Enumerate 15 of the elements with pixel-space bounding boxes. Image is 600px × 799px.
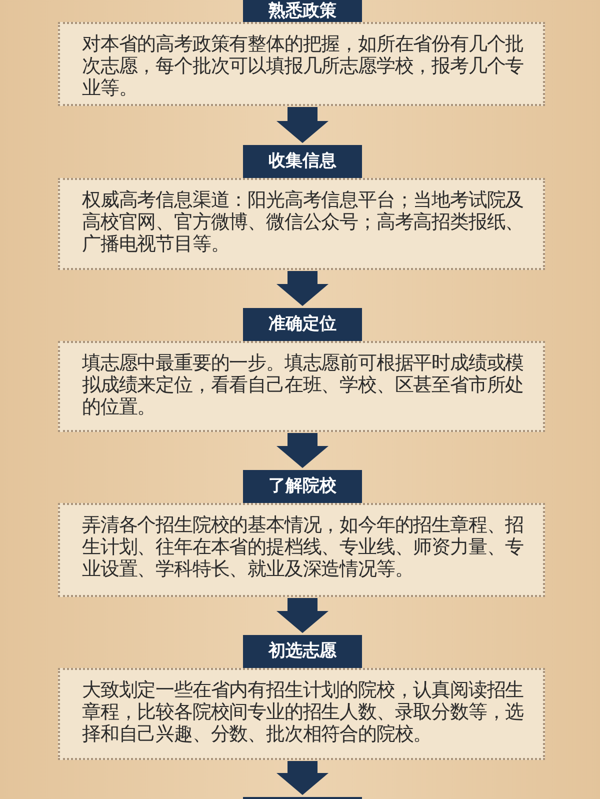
down-arrow	[276, 598, 328, 633]
step-heading: 收集信息	[243, 145, 362, 178]
step-heading: 了解院校	[243, 470, 362, 503]
step-description-box: 填志愿中最重要的一步。填志愿前可根据平时成绩或模拟成绩来定位，看看自己在班、学校、区甚至省市所处的位置。	[58, 341, 545, 432]
step-description-box: 大致划定一些在省内有招生计划的院校，认真阅读招生章程，比较各院校间专业的招生人数、录取分数等，选择和自己兴趣、分数、批次相符合的院校。	[58, 668, 545, 760]
down-arrow	[276, 761, 328, 795]
step-heading: 初选志愿	[243, 635, 362, 668]
down-arrow	[276, 433, 328, 468]
down-arrow	[276, 107, 328, 143]
step-heading: 熟悉政策	[243, 0, 362, 22]
down-arrow	[276, 271, 328, 306]
step-description-box: 弄清各个招生院校的基本情况，如今年的招生章程、招生计划、往年在本省的提档线、专业线、师资力量、专业设置、学科特长、就业及深造情况等。	[58, 503, 545, 597]
step-description-box: 对本省的高考政策有整体的把握，如所在省份有几个批次志愿，每个批次可以填报几所志愿学校，报考几个专业等。	[58, 22, 545, 106]
step-heading: 准确定位	[243, 308, 362, 341]
step-description-box: 权威高考信息渠道：阳光高考信息平台；当地考试院及高校官网、官方微博、微信公众号；高考高招类报纸、广播电视节目等。	[58, 178, 545, 270]
